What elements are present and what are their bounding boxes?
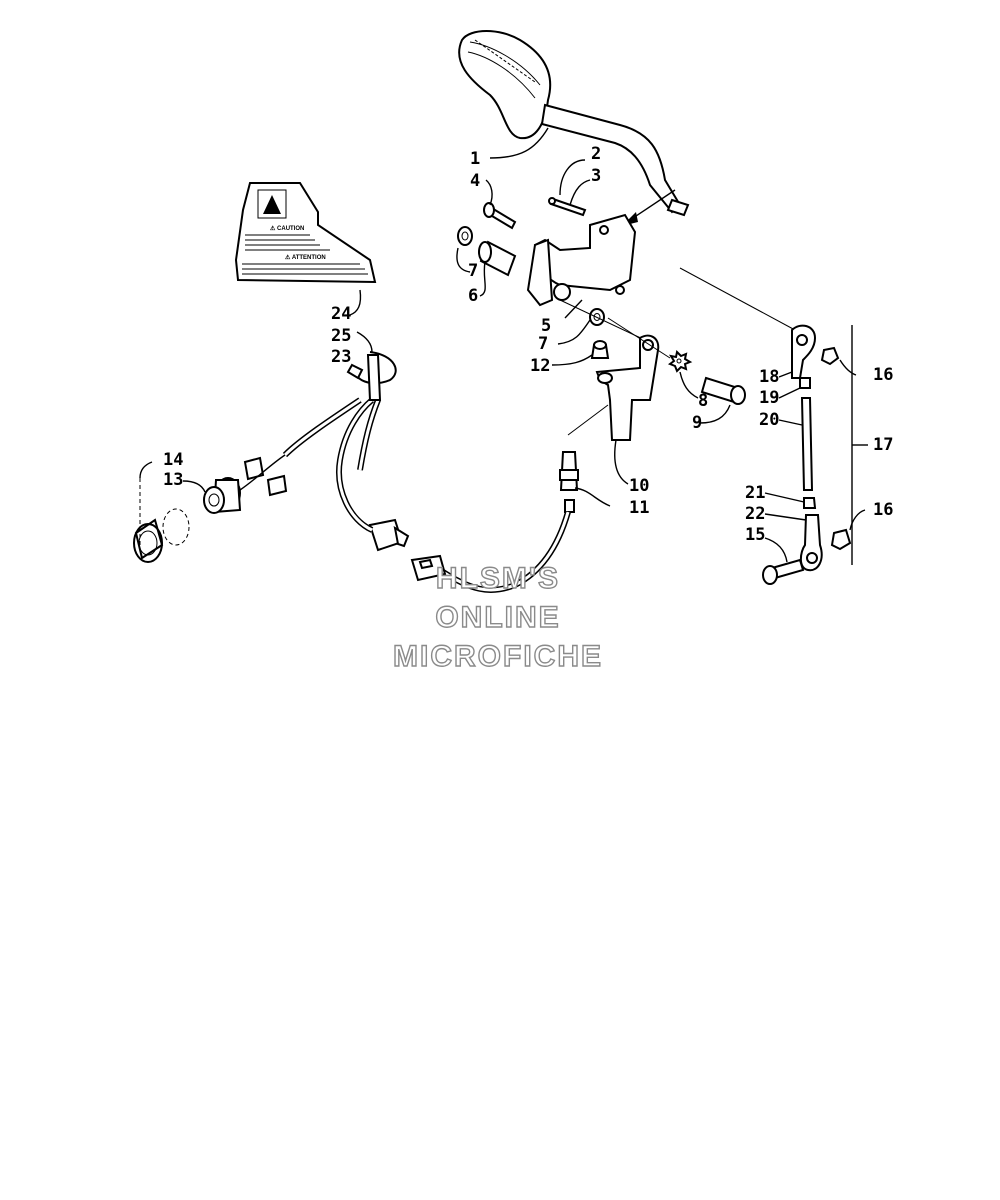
leader-16b	[849, 509, 866, 531]
watermark-line1: HLSM'S	[436, 562, 560, 595]
label-11: 11	[629, 498, 649, 518]
leader-5	[564, 299, 583, 319]
leader-18	[778, 371, 793, 378]
label-16a: 16	[873, 365, 893, 385]
nut-part-16-bottom	[830, 528, 852, 551]
label-8: 8	[698, 391, 708, 411]
bolt-part-9	[700, 376, 746, 405]
harness-cable-inner	[337, 398, 373, 532]
leader-1	[489, 127, 549, 159]
leader-4	[485, 179, 493, 206]
rod-end-part-18	[791, 324, 817, 379]
label-14: 14	[163, 450, 183, 470]
star-washer-part-8	[667, 349, 693, 373]
switch-plate-part-10	[595, 334, 660, 441]
leader-7b	[557, 319, 591, 345]
label-21: 21	[745, 483, 765, 503]
label-16b: 16	[873, 500, 893, 520]
label-15: 15	[745, 525, 765, 545]
label-9: 9	[692, 413, 702, 433]
leader-20	[778, 419, 803, 426]
leader-6	[479, 261, 486, 297]
leader-16a	[839, 359, 857, 376]
switch-part-12	[590, 340, 610, 359]
watermark-line3: MICROFICHE	[393, 640, 603, 673]
label-12: 12	[530, 356, 550, 376]
label-3: 3	[591, 166, 601, 186]
leader-21	[764, 492, 805, 503]
label-7a: 7	[468, 261, 478, 281]
sensor-part-11	[559, 451, 579, 513]
harness-cable-c-inner	[283, 398, 361, 457]
leader-13	[182, 480, 206, 493]
label-22: 22	[745, 504, 765, 524]
bushing-part-6	[478, 240, 517, 277]
leader-2	[559, 159, 586, 196]
leader-7a	[456, 247, 471, 273]
bolt-part-15	[762, 558, 805, 585]
rod-end-part-22	[799, 514, 823, 572]
label-2: 2	[591, 144, 601, 164]
nut-part-16-top	[820, 346, 840, 366]
assembly-line-a	[559, 299, 646, 341]
small-connectors	[243, 456, 288, 497]
nut-part-21	[803, 497, 817, 509]
label-7b: 7	[538, 334, 548, 354]
label-20: 20	[759, 410, 779, 430]
shift-bracket	[526, 213, 637, 307]
leader-24	[349, 289, 362, 316]
bolt-part-4	[483, 202, 517, 230]
leader-12	[551, 354, 593, 366]
leader-8	[679, 371, 699, 399]
label-6: 6	[468, 286, 478, 306]
rod-part-20	[800, 397, 814, 491]
label-18: 18	[759, 367, 779, 387]
label-5: 5	[541, 316, 551, 336]
label-24: 24	[331, 304, 351, 324]
washer-part-7a	[457, 226, 473, 246]
label-4: 4	[470, 171, 480, 191]
switch-wire	[239, 454, 286, 491]
label-23: 23	[331, 347, 351, 367]
nut-part-19	[799, 377, 811, 389]
label-25: 25	[331, 326, 351, 346]
sensor-cable-inner	[439, 511, 570, 592]
harness-cable-b-inner	[358, 399, 380, 471]
label-19: 19	[759, 388, 779, 408]
label-1: 1	[470, 149, 480, 169]
label-10: 10	[629, 476, 649, 496]
assembly-line-b	[607, 317, 671, 359]
leader-10	[614, 439, 629, 485]
cable-tie-part-23-25	[346, 351, 397, 401]
label-13: 13	[163, 470, 183, 490]
leader-15	[764, 537, 788, 563]
leader-3	[569, 179, 591, 206]
connector-pair	[368, 518, 447, 582]
handle-lever	[458, 30, 690, 217]
leader-14b	[139, 461, 153, 479]
leader-11	[574, 487, 611, 507]
ring-part-14	[133, 508, 190, 563]
watermark-line2: ONLINE	[435, 601, 560, 634]
decal-attention-text: ⚠ ATTENTION	[285, 254, 326, 261]
decal-caution-text: ⚠ CAUTION	[270, 225, 304, 232]
warning-decal-part-24: ⚠ CAUTION ⚠ ATTENTION	[234, 182, 377, 284]
switch-part-13	[203, 477, 242, 514]
assembly-line-d	[679, 267, 796, 331]
pin-part-2-3	[548, 197, 587, 217]
leader-9	[699, 404, 731, 424]
arrow-line	[629, 189, 676, 221]
leader-22	[764, 513, 807, 521]
assembly-line-c	[567, 404, 609, 436]
leader-19	[778, 387, 801, 399]
label-17: 17	[873, 435, 893, 455]
leader-25	[356, 331, 373, 353]
